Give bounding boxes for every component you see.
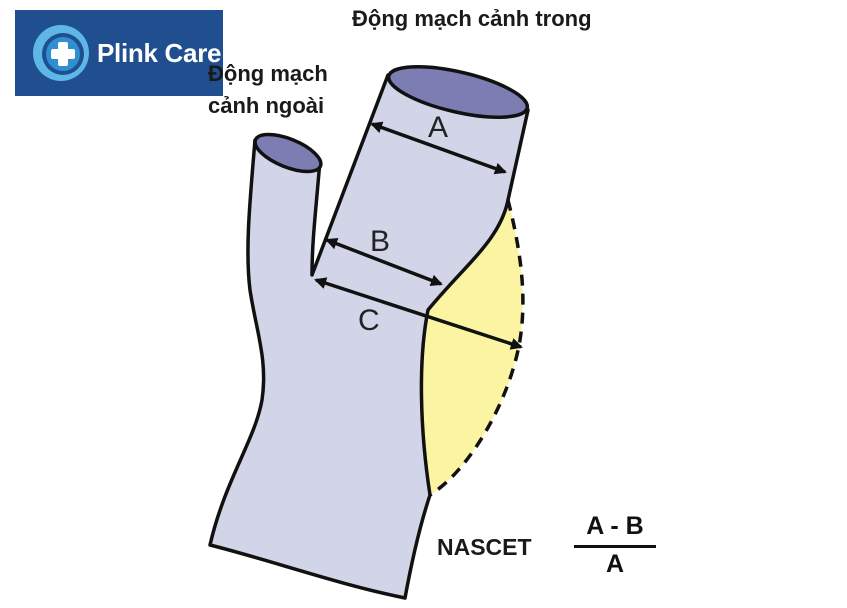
plink-care-logo: Plink Care [15,10,223,96]
external-carotid-label-line1: Động mạch [208,61,328,86]
internal-carotid-label: Động mạch cảnh trong [352,6,592,31]
measurement-label-b: B [370,225,390,258]
measurement-label-a: A [428,111,448,144]
nascet-formula: A - B A [574,512,656,579]
medical-cross-icon [33,25,89,81]
formula-denominator: A [605,550,625,578]
measurement-arrow-c [314,277,523,350]
measurement-label-c: C [358,304,380,337]
external-carotid-label-line2: cảnh ngoài [208,93,325,118]
brand-name: Plink Care [97,38,222,68]
measurement-arrow-b [325,238,443,286]
external-carotid-opening [253,132,323,174]
nascet-label: NASCET [437,534,532,560]
internal-carotid-opening [386,65,530,119]
measurement-arrow-a [370,121,507,175]
formula-numerator: A - B [574,512,656,548]
external-carotid-label: Động mạch cảnh ngoài [208,58,368,122]
